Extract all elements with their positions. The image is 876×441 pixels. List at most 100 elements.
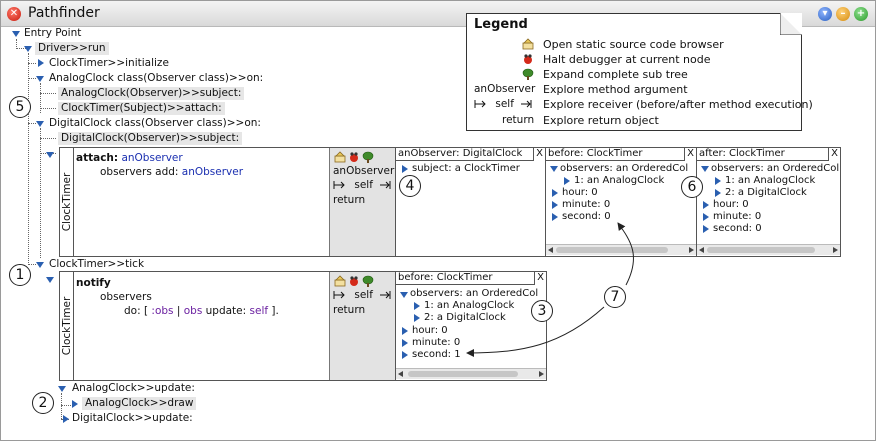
return-button[interactable]: return [333, 304, 366, 316]
expanded-arrow-icon[interactable] [24, 46, 32, 52]
expanded-arrow-icon[interactable] [36, 121, 44, 127]
arg-button[interactable]: anObserver [333, 165, 395, 177]
expanded-arrow-icon[interactable] [701, 166, 709, 172]
collapsed-arrow-icon[interactable] [703, 213, 709, 221]
expanded-arrow-icon[interactable] [550, 166, 558, 172]
tree-line [40, 128, 41, 258]
self-button[interactable]: self [333, 289, 391, 301]
inspector-row: hour: 0 [713, 199, 749, 210]
scroll-right-icon[interactable] [539, 371, 544, 377]
browser-icon[interactable] [334, 275, 346, 287]
legend-item: Explore method argument [543, 83, 688, 96]
expand-tree-icon[interactable] [362, 275, 374, 287]
inspector-row: 1: an AnalogClock [424, 300, 515, 311]
expand-icon[interactable]: + [854, 7, 868, 21]
scroll-left-icon[interactable] [699, 247, 704, 253]
inspector-row: observers: an OrderedCol [410, 288, 539, 299]
tree-line [28, 53, 29, 265]
expanded-arrow-icon[interactable] [36, 262, 44, 268]
inspector-before: before: ClockTimer X observers: an Order… [545, 148, 696, 256]
horizontal-scrollbar[interactable] [396, 368, 546, 379]
legend-key-self: self [474, 98, 532, 110]
tree-line [40, 83, 41, 113]
collapsed-arrow-icon[interactable] [552, 189, 558, 197]
collapsed-arrow-icon[interactable] [402, 165, 408, 173]
collapsed-arrow-icon[interactable] [715, 189, 721, 197]
collapsed-arrow-icon[interactable] [552, 201, 558, 209]
inspector-close-button[interactable]: X [684, 148, 696, 161]
expanded-arrow-icon[interactable] [58, 386, 66, 392]
tree-line [28, 123, 36, 124]
self-button[interactable]: self [333, 179, 391, 191]
collapsed-arrow-icon[interactable] [38, 59, 44, 67]
tree-line [16, 48, 30, 49]
scroll-left-icon[interactable] [548, 247, 553, 253]
tree-node-analog-draw[interactable]: AnalogClock>>draw [82, 397, 197, 410]
class-label: ClockTimer [60, 148, 74, 256]
scroll-right-icon[interactable] [689, 247, 694, 253]
inspector-header: anObserver: DigitalClock [396, 148, 545, 161]
expanded-arrow-icon[interactable] [46, 152, 54, 158]
collapsed-arrow-icon[interactable] [72, 400, 78, 408]
expand-tree-icon[interactable] [362, 151, 374, 163]
tree-node-analog-update[interactable]: AnalogClock>>update: [72, 382, 195, 394]
scroll-right-icon[interactable] [833, 247, 838, 253]
close-icon[interactable]: ✕ [7, 7, 21, 21]
collapsed-arrow-icon[interactable] [63, 415, 69, 423]
inspector-row: 2: a DigitalClock [424, 312, 506, 323]
tree-node-analog-subject[interactable]: AnalogClock(Observer)>>subject: [58, 87, 245, 100]
collapsed-arrow-icon[interactable] [703, 225, 709, 233]
horizontal-scrollbar[interactable] [546, 244, 696, 255]
scroll-thumb[interactable] [408, 371, 518, 377]
collapsed-arrow-icon[interactable] [414, 314, 420, 322]
browser-icon[interactable] [334, 151, 346, 163]
inspector-argument: anObserver: DigitalClock X subject: a Cl… [395, 148, 545, 256]
scroll-left-icon[interactable] [398, 371, 403, 377]
expanded-arrow-icon[interactable] [36, 76, 44, 82]
collapsed-arrow-icon[interactable] [402, 339, 408, 347]
collapsed-arrow-icon[interactable] [414, 302, 420, 310]
tree-node-digital-on[interactable]: DigitalClock class(Observer class)>>on: [49, 117, 261, 129]
tree-line [28, 78, 36, 79]
collapsed-arrow-icon[interactable] [402, 327, 408, 335]
legend-title: Legend [474, 17, 528, 32]
halt-icon[interactable] [348, 275, 360, 287]
expand-tree-icon [522, 68, 534, 80]
inspector-row: hour: 0 [562, 187, 598, 198]
collapsed-arrow-icon[interactable] [564, 177, 570, 185]
callout-7: 7 [604, 286, 626, 308]
tree-node-timer-initialize[interactable]: ClockTimer>>initialize [49, 57, 169, 69]
horizontal-scrollbar[interactable] [697, 244, 840, 255]
tree-node-timer-tick[interactable]: ClockTimer>>tick [49, 258, 145, 270]
collapsed-arrow-icon[interactable] [715, 177, 721, 185]
collapsed-arrow-icon[interactable] [402, 351, 408, 359]
expanded-arrow-icon[interactable] [400, 292, 408, 298]
tree-node-timer-attach[interactable]: ClockTimer(Subject)>>attach: [58, 102, 225, 115]
inspector-row: subject: a ClockTimer [412, 163, 520, 174]
collapsed-arrow-icon[interactable] [703, 201, 709, 209]
expanded-arrow-icon[interactable] [12, 31, 20, 37]
inspector-row: second: 1 [412, 349, 461, 360]
minimize-icon[interactable]: – [836, 7, 850, 21]
menu-icon[interactable]: ▾ [818, 7, 832, 21]
tree-node-driver-run[interactable]: Driver>>run [35, 42, 109, 55]
expanded-arrow-icon[interactable] [46, 277, 54, 283]
tree-node-digital-update[interactable]: DigitalClock>>update: [72, 412, 193, 424]
tree-node-digital-subject[interactable]: DigitalClock(Observer)>>subject: [58, 132, 243, 145]
tree-node-analog-on[interactable]: AnalogClock class(Observer class)>>on: [49, 72, 264, 84]
legend-item: Open static source code browser [543, 38, 724, 51]
return-button[interactable]: return [333, 194, 366, 206]
inspector-close-button[interactable]: X [828, 148, 840, 161]
inspector-close-button[interactable]: X [534, 272, 546, 285]
tree-line [61, 393, 62, 419]
collapsed-arrow-icon[interactable] [552, 213, 558, 221]
inspector-close-button[interactable]: X [533, 148, 545, 161]
action-column: anObserver self return [329, 148, 395, 256]
method-panel-attach: ClockTimer attach: anObserver observers … [59, 147, 841, 257]
inspector-after: after: ClockTimer X observers: an Ordere… [696, 148, 840, 256]
halt-icon[interactable] [348, 151, 360, 163]
scroll-thumb[interactable] [707, 247, 815, 253]
tree-node-entry-point[interactable]: Entry Point [24, 27, 82, 39]
scroll-thumb[interactable] [556, 247, 668, 253]
